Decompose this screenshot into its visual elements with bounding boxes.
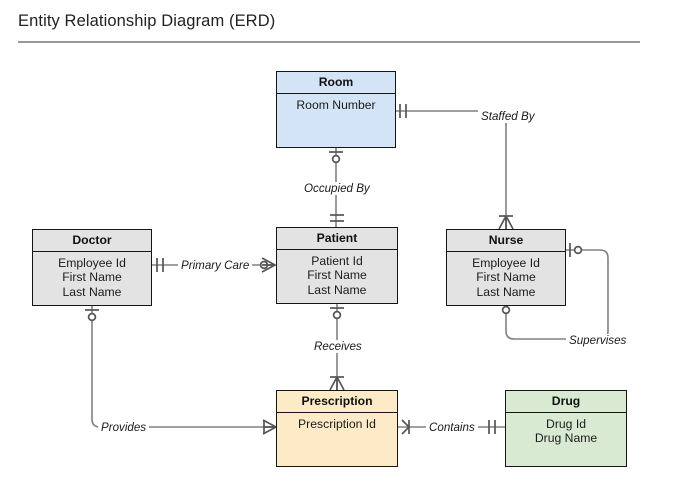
symbol-staffed-by-room-one-only-one — [399, 104, 407, 118]
relationship-label-receives: Receives — [311, 340, 365, 353]
entity-nurse-attributes: Employee Id First Name Last Name — [447, 252, 565, 305]
entity-room-title: Room — [277, 72, 395, 94]
attribute-drug-id: Drug Id — [546, 417, 586, 431]
entity-patient[interactable]: Patient Patient Id First Name Last Name — [276, 227, 398, 304]
entity-room-attributes: Room Number — [277, 94, 395, 147]
symbol-primary-care-patient-zero-or-many — [259, 257, 276, 273]
attribute-nurse-first-name: First Name — [476, 270, 536, 285]
entity-prescription-title: Prescription — [277, 391, 397, 413]
symbol-primary-care-doctor-one-only-one — [156, 258, 164, 272]
entity-nurse-title: Nurse — [447, 230, 565, 252]
entity-prescription-attributes: Prescription Id — [277, 413, 397, 466]
entity-drug-title: Drug — [506, 391, 626, 413]
attribute-nurse-last-name: Last Name — [476, 284, 536, 299]
entity-doctor[interactable]: Doctor Employee Id First Name Last Name — [32, 229, 152, 306]
attribute-prescription-id: Prescription Id — [298, 417, 376, 431]
attribute-doctor-first-name: First Name — [62, 270, 122, 285]
attribute-doctor-last-name: Last Name — [62, 284, 122, 299]
entity-nurse[interactable]: Nurse Employee Id First Name Last Name — [446, 229, 566, 306]
symbol-provides-prescription-one-or-many — [262, 419, 277, 435]
entity-doctor-title: Doctor — [33, 230, 151, 252]
relationship-label-staffed-by: Staffed By — [478, 110, 538, 123]
attribute-patient-first-name: First Name — [307, 268, 367, 283]
symbol-occupied-by-room-zero-or-one — [329, 151, 343, 164]
connector-provides — [91, 306, 276, 428]
relationship-label-contains: Contains — [426, 421, 478, 434]
entity-drug[interactable]: Drug Drug Id Drug Name — [505, 390, 627, 467]
entity-patient-attributes: Patient Id First Name Last Name — [277, 250, 397, 303]
relationship-label-supervises: Supervises — [566, 334, 630, 347]
symbol-contains-prescription-one-only-one — [401, 419, 411, 435]
relationship-label-provides: Provides — [98, 421, 150, 434]
symbol-provides-doctor-zero-or-one — [85, 309, 99, 322]
entity-doctor-attributes: Employee Id First Name Last Name — [33, 252, 151, 305]
symbol-receives-patient-zero-or-one — [330, 307, 344, 320]
attribute-doctor-employee-id: Employee Id — [58, 256, 126, 270]
title-divider — [18, 41, 640, 43]
attribute-drug-name: Drug Name — [534, 431, 598, 446]
entity-room[interactable]: Room Room Number — [276, 71, 396, 148]
attribute-patient-id: Patient Id — [311, 254, 363, 268]
entity-drug-attributes: Drug Id Drug Name — [506, 413, 626, 466]
entity-prescription[interactable]: Prescription Prescription Id — [276, 390, 398, 467]
connector-staffed-by — [396, 110, 507, 229]
attribute-patient-last-name: Last Name — [307, 282, 367, 297]
page-title: Entity Relationship Diagram (ERD) — [18, 12, 276, 30]
symbol-occupied-by-patient-one-only-one — [330, 214, 344, 222]
connector-supervises-tail — [505, 306, 520, 340]
symbol-supervises-nurse-zero-or-one — [569, 243, 583, 257]
symbol-staffed-by-nurse-one-or-many — [498, 215, 514, 230]
relationship-label-primary-care: Primary Care — [178, 259, 253, 272]
attribute-nurse-employee-id: Employee Id — [472, 256, 540, 270]
symbol-receives-prescription-one-or-many — [329, 376, 345, 391]
entity-patient-title: Patient — [277, 228, 397, 250]
symbol-contains-drug-one-only-one — [488, 420, 496, 434]
relationship-label-occupied-by: Occupied By — [301, 182, 373, 195]
attribute-room-number: Room Number — [296, 98, 376, 112]
